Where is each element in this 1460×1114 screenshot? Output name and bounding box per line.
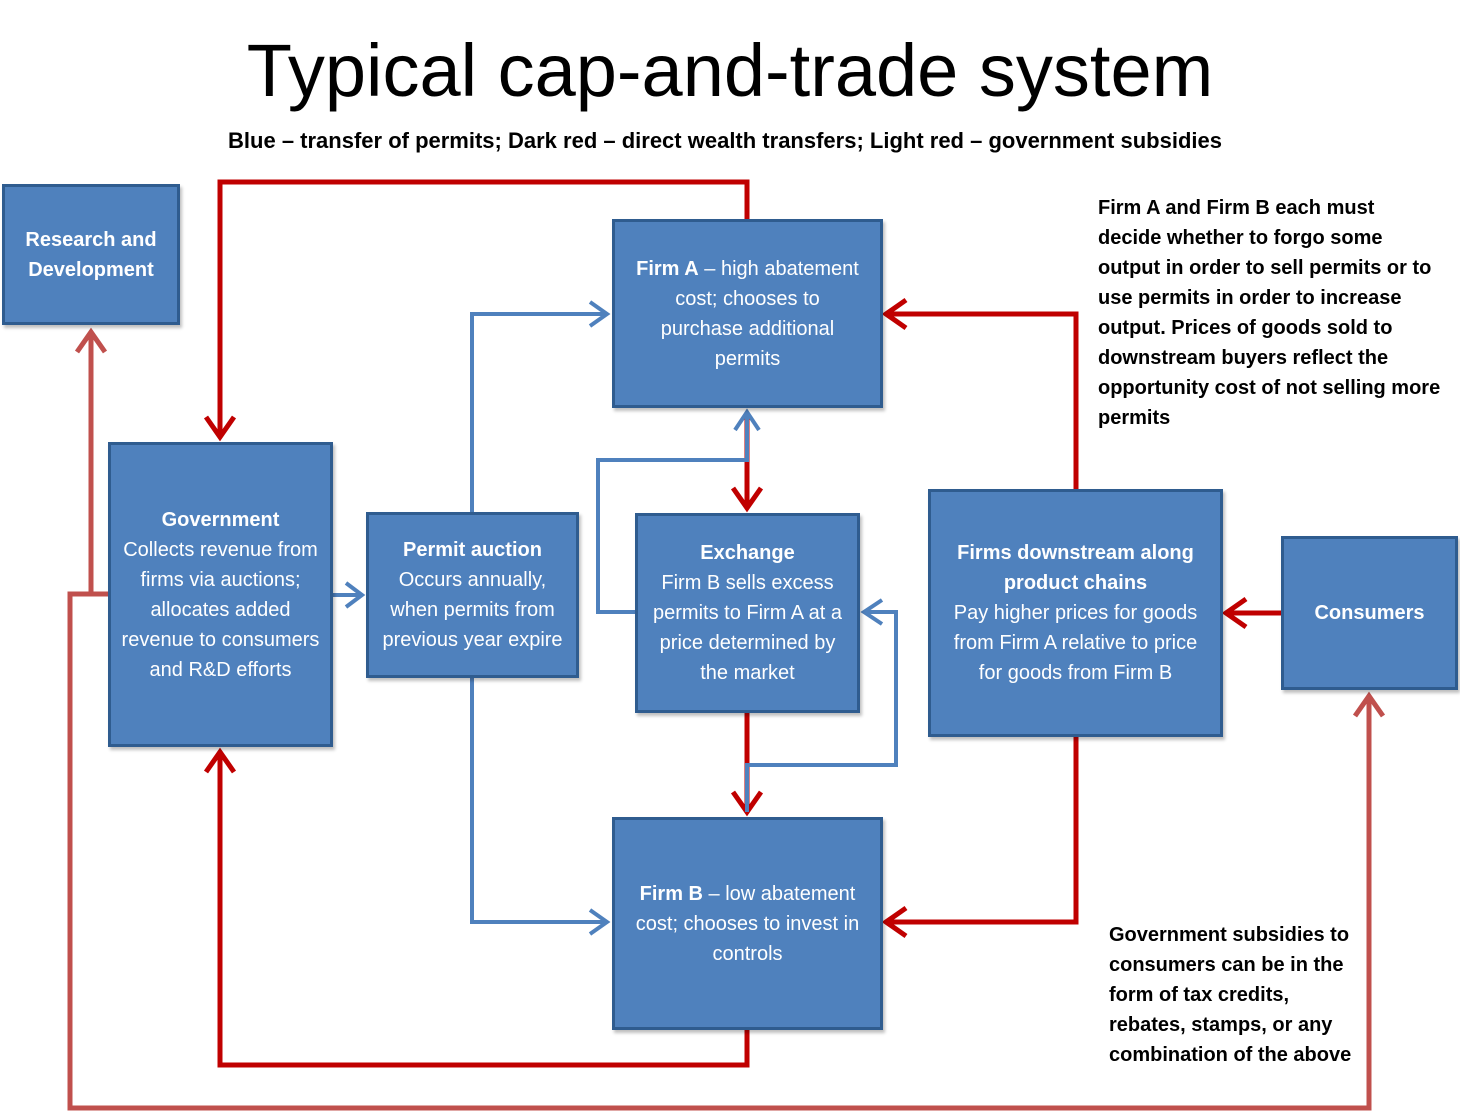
government-to-rd-arrow: [88, 332, 108, 597]
arrowhead: [730, 486, 764, 513]
downstream-title: Firms downstream along product chains: [957, 542, 1194, 594]
firm-a-title: Firm A: [636, 257, 699, 280]
exchange-description: Firm B sells excess permits to Firm A at…: [653, 572, 842, 684]
legend-subtitle: Blue – transfer of permits; Dark red – d…: [228, 128, 1222, 153]
firm-a-text: Firm A – high abatement cost; chooses to…: [633, 254, 863, 374]
government-box: Government Collects revenue from firms v…: [108, 442, 333, 747]
arrowhead: [881, 905, 908, 939]
auction-to-firm-a-arrow: [470, 312, 606, 512]
arrowhead: [1221, 596, 1248, 630]
downstream-box: Firms downstream along product chains Pa…: [928, 489, 1223, 737]
arrowhead: [1352, 691, 1386, 718]
firm-a-box: Firm A – high abatement cost; chooses to…: [612, 219, 883, 408]
firm-a-to-government-arrow: [217, 179, 750, 437]
downstream-to-firm-a-arrow: [888, 311, 1079, 489]
arrowhead: [344, 581, 366, 609]
consumers-box: Consumers: [1281, 536, 1458, 690]
exchange-box: Exchange Firm B sells excess permits to …: [635, 513, 860, 713]
arrowhead: [733, 408, 761, 432]
arrowhead: [203, 747, 237, 774]
firm-b-to-government-arrow: [217, 754, 750, 1068]
auction-box: Permit auction Occurs annually, when per…: [366, 512, 579, 678]
firm-b-text: Firm B – low abatement cost; chooses to …: [633, 879, 863, 969]
downstream-to-firm-b-arrow: [888, 737, 1079, 925]
rd-box: Research and Development: [2, 184, 180, 325]
arrowhead: [881, 297, 908, 331]
auction-title: Permit auction: [403, 539, 542, 561]
arrowhead: [588, 908, 611, 936]
firm-b-description: – low abatement cost; chooses to invest …: [635, 882, 860, 965]
arrowhead: [860, 598, 884, 626]
exchange-title: Exchange: [700, 542, 795, 564]
firm-b-title: Firm B: [639, 882, 703, 905]
subsidy-note: Government subsidies to consumers can be…: [1109, 924, 1352, 1066]
arrowhead: [74, 327, 108, 354]
government-description: Collects revenue from firms via auctions…: [121, 538, 320, 681]
arrowhead: [588, 300, 611, 328]
downstream-description: Pay higher prices for goods from Firm A …: [953, 602, 1198, 684]
auction-to-firm-b-arrow: [470, 678, 606, 924]
page-title: Typical cap-and-trade system: [246, 29, 1214, 112]
firm-b-box: Firm B – low abatement cost; chooses to …: [612, 817, 883, 1030]
rd-title: Research and Development: [25, 228, 157, 281]
government-to-consumers-arrow: [67, 591, 1372, 1111]
auction-description: Occurs annually, when permits from previ…: [382, 569, 563, 651]
firms-decision-note: Firm A and Firm B each must decide wheth…: [1098, 197, 1441, 429]
firm-b-permits-to-exchange-arrow: [745, 610, 898, 812]
firm-a-description: – high abatement cost; chooses to purcha…: [660, 257, 859, 370]
government-title: Government: [161, 508, 280, 531]
arrowhead: [203, 415, 237, 442]
exchange-permits-to-firm-a-arrow: [596, 412, 749, 614]
consumers-title: Consumers: [1314, 602, 1425, 624]
